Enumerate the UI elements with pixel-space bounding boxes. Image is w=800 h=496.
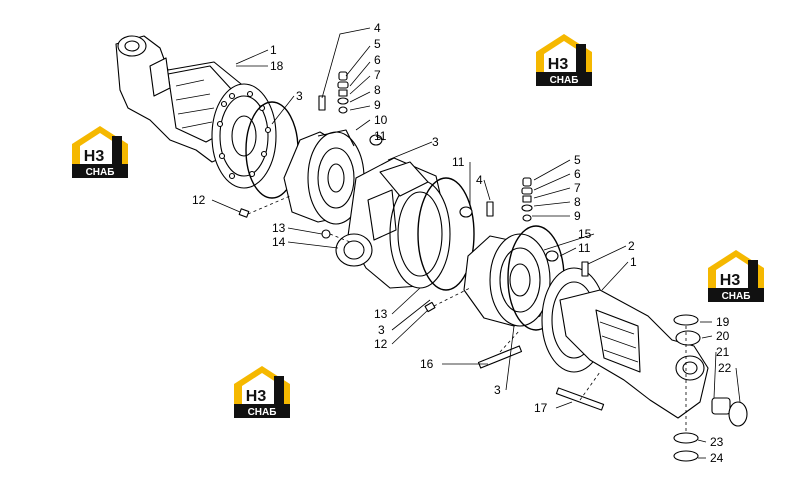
callout-6-b: 6 (574, 167, 581, 181)
callout-23: 23 (710, 435, 724, 449)
svg-text:СНАБ: СНАБ (722, 291, 751, 302)
washer-24 (673, 450, 699, 462)
callout-7-b: 7 (574, 181, 581, 195)
svg-text:СНАБ: СНАБ (86, 167, 115, 178)
screw-12-right (424, 301, 436, 313)
watermark-logo-bottom-left: H3 СНАБ (234, 366, 290, 418)
bearing-20 (675, 330, 701, 346)
callout-22: 22 (718, 361, 732, 375)
left-brake-housing (283, 129, 365, 225)
left-flange (211, 83, 277, 189)
callout-13-b: 13 (374, 307, 388, 321)
callout-16: 16 (420, 357, 434, 371)
callout-3-b: 3 (432, 135, 439, 149)
callout-10: 10 (374, 113, 388, 127)
callout-1-right: 1 (630, 255, 637, 269)
callout-5-b: 5 (574, 153, 581, 167)
callout-24: 24 (710, 451, 724, 465)
callout-3-c: 3 (378, 323, 385, 337)
callout-9-b: 9 (574, 209, 581, 223)
callout-7-a: 7 (374, 68, 381, 82)
svg-text:H3: H3 (84, 148, 105, 165)
plug-right (459, 206, 473, 218)
plug-right-2 (545, 250, 559, 262)
o-ring-small-13 (321, 229, 331, 239)
callout-8-b: 8 (574, 195, 581, 209)
callout-9-a: 9 (374, 98, 381, 112)
callout-19: 19 (716, 315, 730, 329)
bolt-17 (555, 387, 605, 411)
callout-15: 15 (578, 227, 592, 241)
vent-2 (581, 261, 589, 277)
watermark-logo-top-center: H3 СНАБ (536, 34, 592, 86)
callout-12-right: 12 (374, 337, 388, 351)
callout-3-d: 3 (494, 383, 501, 397)
callout-1-left: 1 (270, 43, 277, 57)
bleeder-stack-left (318, 71, 349, 114)
callout-8-a: 8 (374, 83, 381, 97)
svg-text:H3: H3 (720, 272, 741, 289)
callout-13-a: 13 (272, 221, 286, 235)
svg-text:H3: H3 (246, 388, 267, 405)
callout-20: 20 (716, 329, 730, 343)
right-axle-housing (559, 289, 709, 419)
watermark-logo-left: H3 СНАБ (72, 126, 128, 178)
washer-19 (673, 314, 699, 326)
differential-housing (335, 157, 451, 289)
callout-11-b: 11 (452, 155, 465, 169)
bushing-21 (711, 397, 731, 415)
screw-12-left (238, 208, 250, 218)
svg-text:H3: H3 (548, 56, 569, 73)
o-ring-middle (417, 177, 475, 291)
callout-2: 2 (628, 239, 635, 253)
callout-6-a: 6 (374, 53, 381, 67)
svg-text:СНАБ: СНАБ (550, 75, 579, 86)
callout-5-a: 5 (374, 37, 381, 51)
callout-14: 14 (272, 235, 286, 249)
watermark-logo-right: H3 СНАБ (708, 250, 764, 302)
bolt-16 (477, 345, 523, 369)
callout-12-left: 12 (192, 193, 206, 207)
callout-17: 17 (534, 401, 548, 415)
callout-18: 18 (270, 59, 284, 73)
callout-21: 21 (716, 345, 730, 359)
callout-11-a: 11 (374, 129, 387, 143)
svg-text:СНАБ: СНАБ (248, 407, 277, 418)
callout-11-c: 11 (578, 241, 591, 255)
ring-22 (728, 401, 748, 427)
callout-3-a: 3 (296, 89, 303, 103)
callout-4-b: 4 (476, 173, 483, 187)
bleeder-stack-right (486, 177, 533, 222)
right-brake-housing (463, 233, 551, 327)
washer-23 (673, 432, 699, 444)
callout-4-a: 4 (374, 21, 381, 35)
